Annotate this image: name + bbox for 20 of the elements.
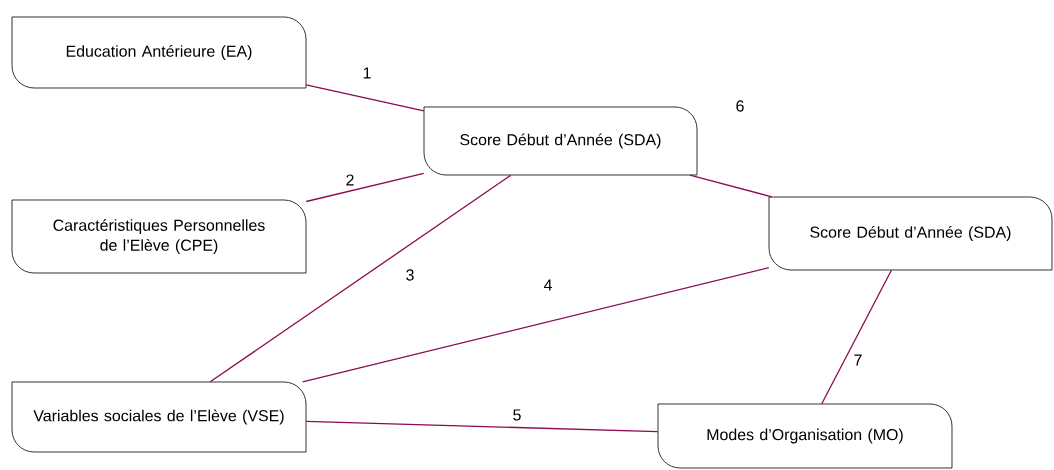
edge-label: 3 xyxy=(406,269,414,281)
connector-line xyxy=(305,172,425,203)
connector-line xyxy=(209,174,512,383)
process-box: Variables sociales de l’Elève (VSE) xyxy=(11,381,307,453)
process-box: Modes d’Organisation (MO) xyxy=(657,403,953,469)
process-box: Score Début d’Année (SDA) xyxy=(768,196,1053,271)
edge-label: 2 xyxy=(346,174,354,186)
process-box: Caractéristiques Personnelles de l’Elève (CPE) xyxy=(11,199,307,274)
edge-label: 7 xyxy=(854,354,862,366)
connector-line xyxy=(821,269,893,405)
process-box: Education Antérieure (EA) xyxy=(11,16,307,89)
edge-label: 5 xyxy=(513,409,521,421)
edge-label: 4 xyxy=(543,279,552,291)
edge-label: 6 xyxy=(736,100,744,112)
connector-line xyxy=(305,84,425,112)
connector-line xyxy=(305,420,659,433)
edge-label: 1 xyxy=(363,67,371,79)
connector-line xyxy=(302,267,770,383)
process-box: Score Début d’Année (SDA) xyxy=(423,106,698,176)
connector-line xyxy=(689,174,773,198)
